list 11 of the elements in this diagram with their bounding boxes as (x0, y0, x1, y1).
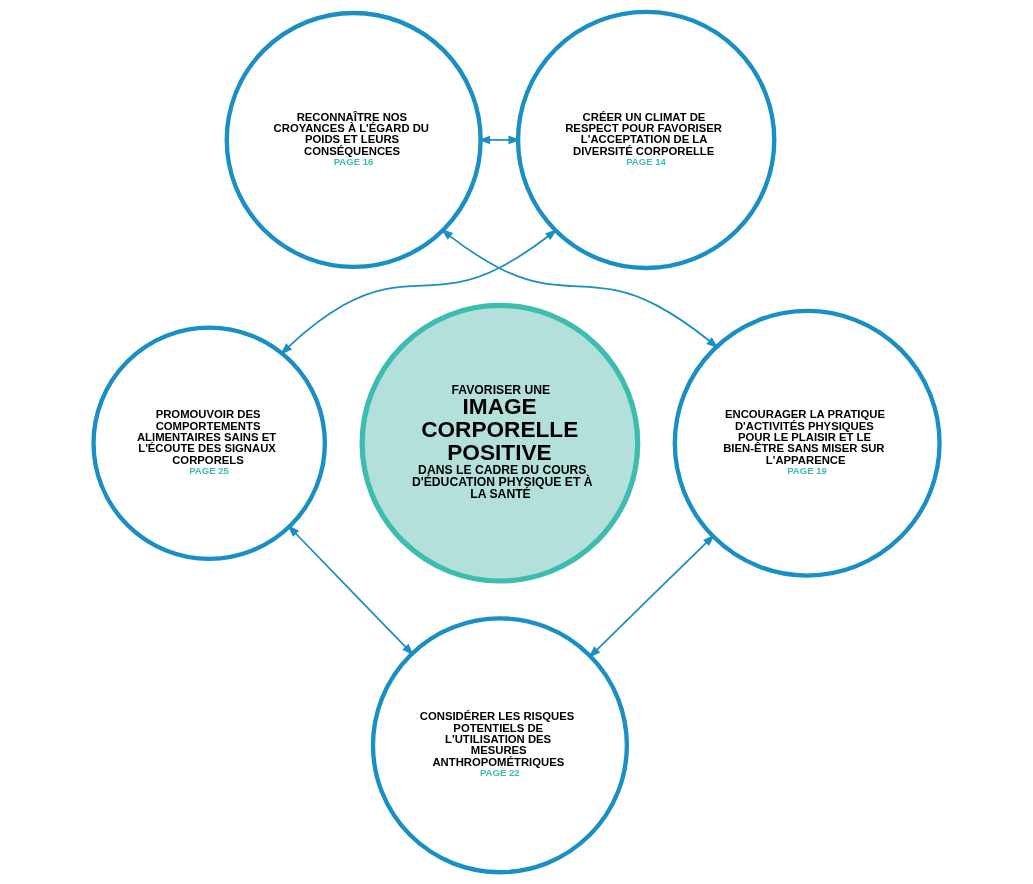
arrow (477, 135, 521, 145)
node-circle: RECONNAÎTRE NOS CROYANCES À L'ÉGARD DU POIDS ET LEURS CONSÉQUENCES PAGE 16 (224, 10, 483, 269)
arrow (588, 534, 715, 658)
node-circle: CRÉER UN CLIMAT DE RESPECT POUR FAVORISER L'ACCEPTATION DE LA DIVERSITÉ CORPORELLE PAGE 14 (515, 9, 777, 271)
node-circle: ENCOURAGER LA PRATIQUE D'ACTIVITÉS PHYSIQUES POUR LE PLAISIR ET LE BIEN-ÊTRE SANS MISER SUR L'APPARENCE PAGE 19 (672, 308, 942, 578)
arrow (440, 228, 719, 349)
arrow (280, 229, 558, 355)
arrow (287, 525, 414, 656)
node-circle: CONSIDÉRER LES RISQUES POTENTIELS DE L'UTILISATION DES MESURES ANTHROPOMÉTRIQUES PAGE 22 (370, 616, 630, 875)
node-circle: FAVORISER UNE IMAGE CORPORELLE POSITIVE DANS LE CADRE DU COURS D'ÉDUCATION PHYSIQUE ET À LA SANTÉ (359, 302, 641, 584)
node-circle: PROMOUVOIR DES COMPORTEMENTS ALIMENTAIRES SAINS ET L'ÉCOUTE DES SIGNAUX CORPORELS PAGE 25 (91, 325, 328, 562)
